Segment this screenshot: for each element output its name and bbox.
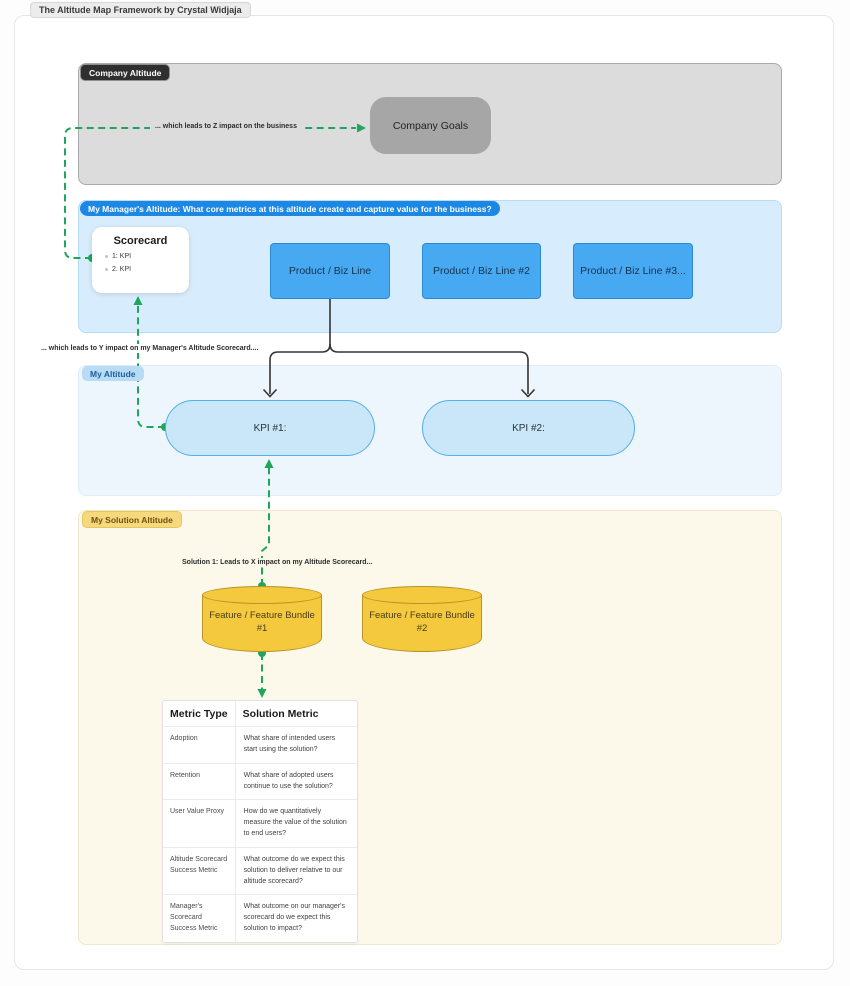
feature-bundle-1-label: Feature / Feature Bundle #1 bbox=[209, 610, 315, 635]
scorecard-item-1-label: 1: KPI bbox=[112, 253, 132, 260]
cylinder-top-icon bbox=[202, 586, 322, 604]
solution-metric-cell: What share of intended users start using… bbox=[243, 735, 336, 753]
managers-altitude-badge: My Manager's Altitude: What core metrics… bbox=[80, 201, 500, 216]
solution-metric-cell: What outcome on our manager's scorecard … bbox=[243, 903, 345, 933]
scorecard-card: Scorecard 1: KPI 2. KPI bbox=[92, 227, 189, 293]
product-biz-line-1-node: Product / Biz Line bbox=[270, 243, 390, 299]
feature-bundle-2-node: Feature / Feature Bundle #2 bbox=[362, 586, 482, 652]
kpi-2-node: KPI #2: bbox=[422, 400, 635, 456]
kpi-1-node: KPI #1: bbox=[165, 400, 375, 456]
product-biz-line-3-node: Product / Biz Line #3... bbox=[573, 243, 693, 299]
table-row: User Value Proxy How do we quantitativel… bbox=[163, 799, 357, 847]
table-header-row: Metric Type Solution Metric bbox=[163, 701, 357, 726]
cylinder-top-icon bbox=[362, 586, 482, 604]
table-row: Manager's Scorecard Success Metric What … bbox=[163, 894, 357, 942]
table-row: Retention What share of adopted users co… bbox=[163, 762, 357, 800]
cylinder-body bbox=[362, 595, 482, 652]
table-row: Adoption What share of intended users st… bbox=[163, 726, 357, 763]
solution-metric-cell: What share of adopted users continue to … bbox=[243, 771, 334, 790]
scorecard-item-1: 1: KPI bbox=[105, 253, 189, 260]
feature-bundle-2-label: Feature / Feature Bundle #2 bbox=[369, 610, 475, 635]
my-altitude-badge: My Altitude bbox=[82, 366, 144, 381]
table-row: Altitude Scorecard Success Metric What o… bbox=[163, 846, 357, 895]
company-altitude-badge: Company Altitude bbox=[80, 64, 171, 81]
metric-type-cell: Adoption bbox=[163, 727, 236, 763]
metric-type-cell: Retention bbox=[163, 763, 236, 800]
cylinder-body bbox=[202, 595, 322, 652]
scorecard-title: Scorecard bbox=[113, 235, 168, 247]
y-impact-label: ... which leads to Y impact on my Manage… bbox=[38, 344, 262, 353]
solution-metric-table: Metric Type Solution Metric Adoption Wha… bbox=[162, 700, 358, 943]
my-solution-altitude-badge: My Solution Altitude bbox=[82, 511, 182, 528]
table-header-solution-metric: Solution Metric bbox=[242, 708, 319, 720]
scorecard-item-2: 2. KPI bbox=[105, 266, 189, 273]
solution-metric-cell: How do we quantitatively measure the val… bbox=[243, 808, 347, 838]
bullet-dot-icon bbox=[105, 268, 108, 271]
table-header-metric-type: Metric Type bbox=[163, 701, 236, 726]
scorecard-item-2-label: 2. KPI bbox=[112, 266, 132, 273]
metric-type-cell: Altitude Scorecard Success Metric bbox=[163, 847, 236, 895]
feature-bundle-1-node: Feature / Feature Bundle #1 bbox=[202, 586, 322, 652]
metric-type-cell: Manager's Scorecard Success Metric bbox=[163, 895, 236, 942]
z-impact-label: ... which leads to Z impact on the busin… bbox=[150, 122, 302, 131]
metric-type-cell: User Value Proxy bbox=[163, 800, 236, 847]
diagram-title-badge: The Altitude Map Framework by Crystal Wi… bbox=[30, 2, 251, 18]
product-biz-line-2-node: Product / Biz Line #2 bbox=[422, 243, 541, 299]
x-impact-label: Solution 1: Leads to X impact on my Alti… bbox=[178, 558, 377, 567]
company-goals-node: Company Goals bbox=[370, 97, 491, 154]
bullet-dot-icon bbox=[105, 255, 108, 258]
solution-metric-cell: What outcome do we expect this solution … bbox=[243, 855, 345, 885]
